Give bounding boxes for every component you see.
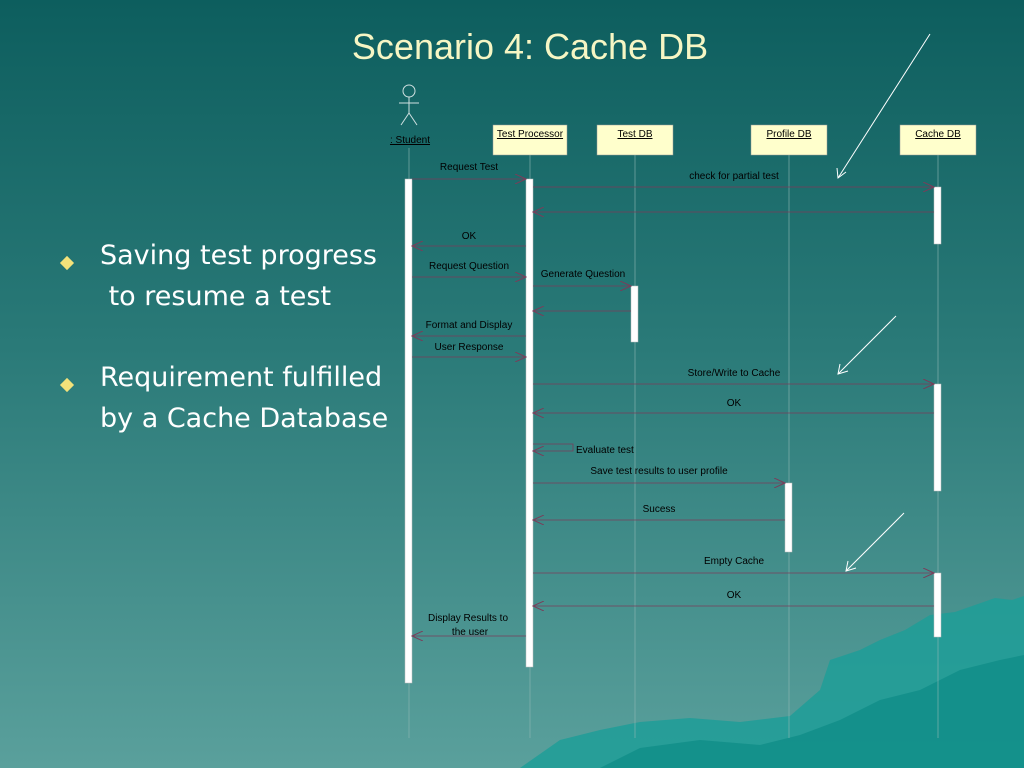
message-label: Save test results to user profile xyxy=(590,466,728,477)
lifeline-label: Test Processor xyxy=(497,129,564,140)
message-label: Sucess xyxy=(643,504,676,515)
message-label: OK xyxy=(462,231,477,242)
activation-bar xyxy=(404,178,413,684)
lifeline-box-test-processor: Test Processor xyxy=(492,124,568,156)
callout-arrowhead-icon xyxy=(836,167,847,179)
bullet-line: to resume a test xyxy=(100,281,332,312)
activation-bar xyxy=(933,186,942,245)
callout-arrow-icon xyxy=(837,33,931,179)
activation-bar xyxy=(525,178,534,668)
message-label: Display Results to xyxy=(428,613,508,624)
lifeline-box-profile-db: Profile DB xyxy=(750,124,828,156)
actor-label: : Student xyxy=(390,135,430,146)
bullet-line: Saving test progress xyxy=(100,240,377,271)
message-label: OK xyxy=(727,590,742,601)
message-label: Store/Write to Cache xyxy=(688,368,781,379)
self-message-arrow xyxy=(533,443,574,451)
activation-bars xyxy=(404,178,942,684)
lifeline-box-cache-db: Cache DB xyxy=(899,124,977,156)
lifeline-lines xyxy=(408,148,939,738)
student-actor-icon xyxy=(399,84,419,126)
message-label: Request Test xyxy=(440,162,498,173)
bullet-line: Requirement fulfilled xyxy=(100,362,383,393)
activation-bar xyxy=(933,383,942,492)
activation-bar xyxy=(784,482,793,553)
callout-arrowhead-icon xyxy=(837,363,849,375)
message-arrows xyxy=(412,179,934,636)
message-label: OK xyxy=(727,398,742,409)
message-label: Empty Cache xyxy=(704,556,764,567)
lifeline-label: Profile DB xyxy=(766,129,811,140)
callout-arrows xyxy=(836,33,931,572)
message-label: the user xyxy=(452,627,489,638)
message-label: check for partial test xyxy=(689,171,779,182)
activation-bar xyxy=(933,572,942,638)
callout-arrow-icon xyxy=(845,512,905,572)
message-label: Generate Question xyxy=(541,269,626,280)
activation-bar xyxy=(630,285,639,343)
message-label: Request Question xyxy=(429,261,509,272)
lifeline-label: Test DB xyxy=(617,129,652,140)
lifeline-label: Cache DB xyxy=(915,129,961,140)
message-label: User Response xyxy=(435,342,504,353)
message-label: Format and Display xyxy=(426,320,513,331)
callout-arrow-icon xyxy=(837,315,897,375)
callout-arrowhead-icon xyxy=(845,560,857,572)
bullet-line: by a Cache Database xyxy=(100,403,389,434)
message-label: Evaluate test xyxy=(576,445,634,456)
slide-title: Scenario 4: Cache DB xyxy=(351,26,709,67)
lifeline-box-test-db: Test DB xyxy=(596,124,674,156)
